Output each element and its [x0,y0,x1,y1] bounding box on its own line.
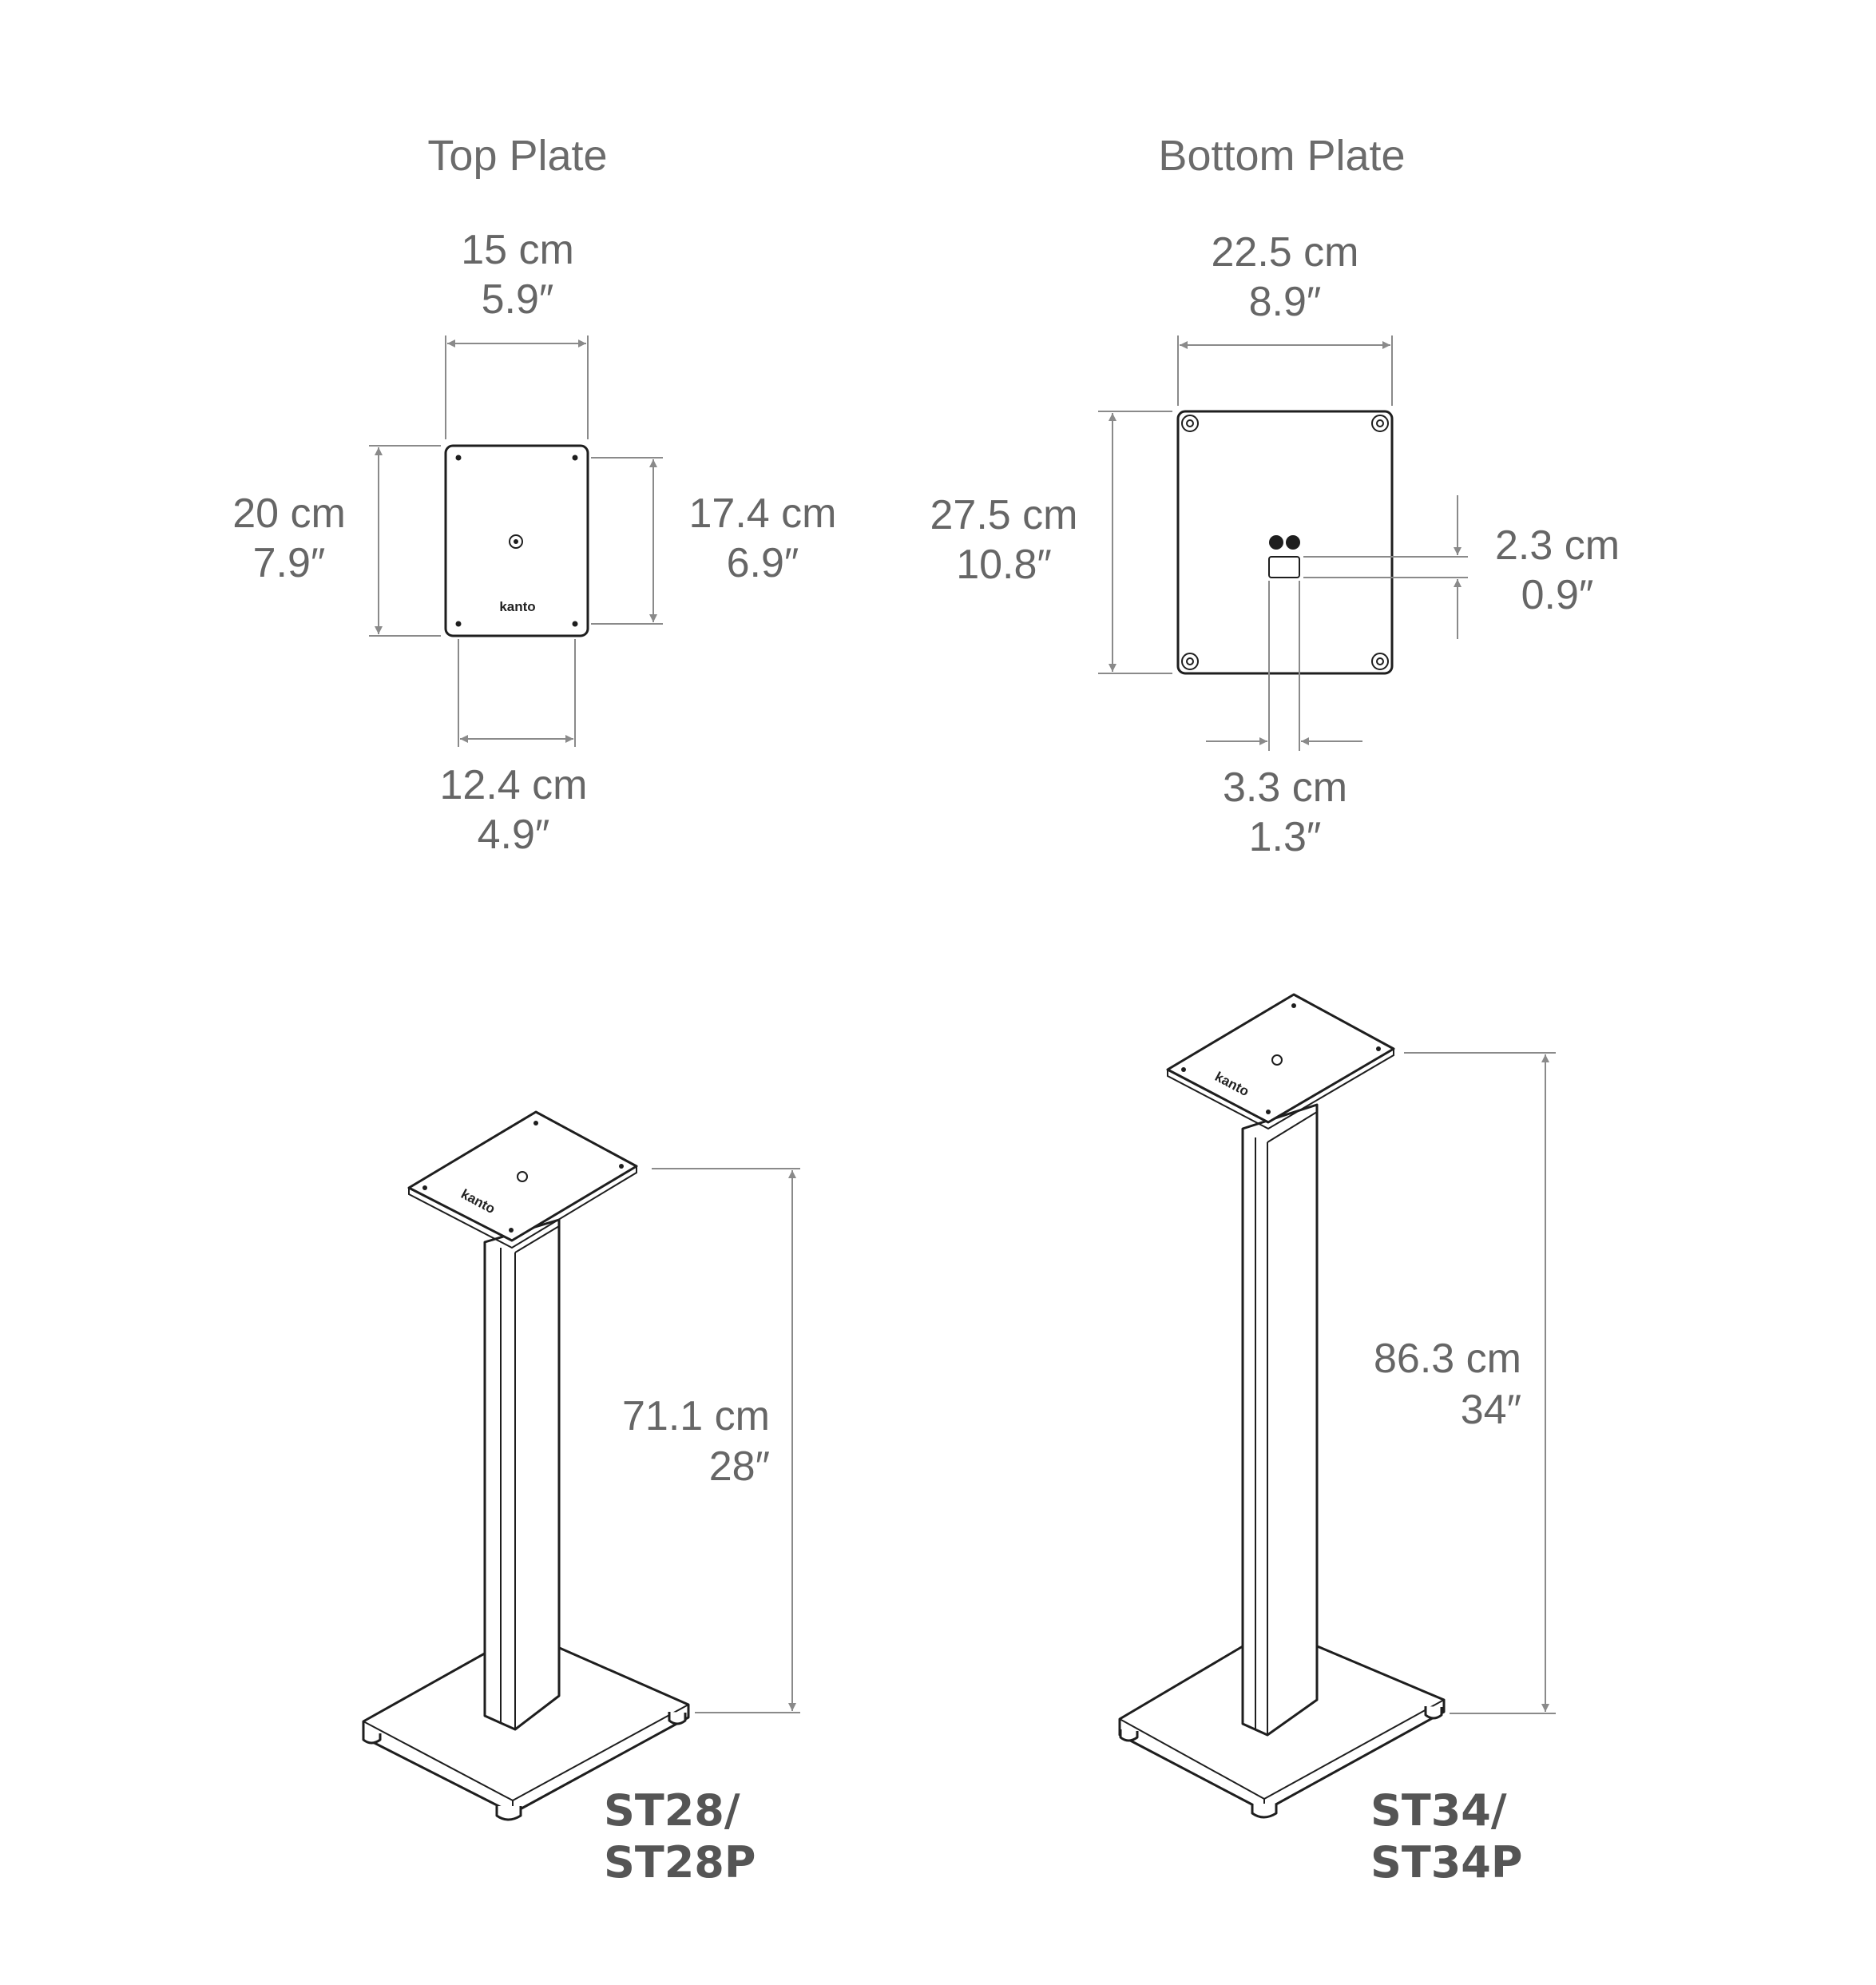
st28-stand-view: kanto 71.1 cm 28″ ST28/ ST28P [362,1110,800,1888]
bottom-slot-width-cm: 3.3 cm [1223,764,1347,811]
st34-column [1241,1103,1319,1737]
st28-foot [495,1806,522,1821]
st34-foot [1119,1729,1139,1742]
bottom-depth-cm: 27.5 cm [930,492,1078,538]
cable-slot [1268,556,1300,578]
st28-height-in: 28″ [709,1443,770,1490]
st34-model-line2: ST34P [1370,1837,1522,1888]
bottom-plate-title: Bottom Plate [1158,132,1405,180]
st28-top-plate [407,1110,638,1242]
top-width-cm: 15 cm [461,227,574,273]
top-hole-width-in: 4.9″ [478,812,550,858]
bottom-slot-height-in: 0.9″ [1521,572,1594,618]
st28-model-line2: ST28P [604,1837,756,1888]
corner-screws [1181,415,1389,670]
bottom-slot-height-cm: 2.3 cm [1495,522,1620,569]
st28-column [483,1218,561,1731]
st28-height-cm: 71.1 cm [622,1393,770,1439]
bottom-width-cm: 22.5 cm [1212,229,1359,276]
st28-foot [362,1732,382,1745]
top-hole-depth-cm: 17.4 cm [689,490,837,537]
st34-center-hole-icon [1271,1054,1283,1066]
cable-hole-icon [1269,535,1283,550]
kanto-logo: kanto [499,599,535,614]
top-plate-title: Top Plate [427,132,607,180]
top-hole-depth-in: 6.9″ [727,540,799,586]
st28-center-hole-icon [517,1171,528,1182]
st34-foot [1251,1804,1278,1819]
top-hole-width-cm: 12.4 cm [440,762,588,808]
top-depth-in: 7.9″ [253,540,326,586]
bottom-slot-width-in: 1.3″ [1249,814,1322,860]
st28-model-line1: ST28/ [604,1785,740,1836]
bottom-plate-view: Bottom Plate 22.5 cm 8.9″ 27.5 cm 10.8″ … [930,132,1620,860]
st34-top-plate [1166,993,1395,1124]
st34-model-line1: ST34/ [1370,1785,1507,1836]
cable-hole-icon [1286,535,1300,550]
bottom-plate-outline [1176,410,1394,675]
top-depth-cm: 20 cm [232,490,346,537]
center-hole-icon [509,534,523,549]
st34-height-in: 34″ [1461,1387,1521,1433]
top-plate-view: Top Plate kanto 15 cm 5.9″ 20 cm 7.9″ 17… [232,132,836,858]
mounting-holes [455,455,578,627]
st28-foot [668,1712,687,1725]
bottom-depth-in: 10.8″ [956,542,1052,588]
st34-stand-view: kanto 86.3 cm 34″ ST34/ ST34P [1118,993,1556,1888]
bottom-width-in: 8.9″ [1249,279,1322,325]
st34-height-cm: 86.3 cm [1374,1336,1521,1382]
st34-foot [1424,1706,1443,1720]
top-width-in: 5.9″ [482,276,554,323]
